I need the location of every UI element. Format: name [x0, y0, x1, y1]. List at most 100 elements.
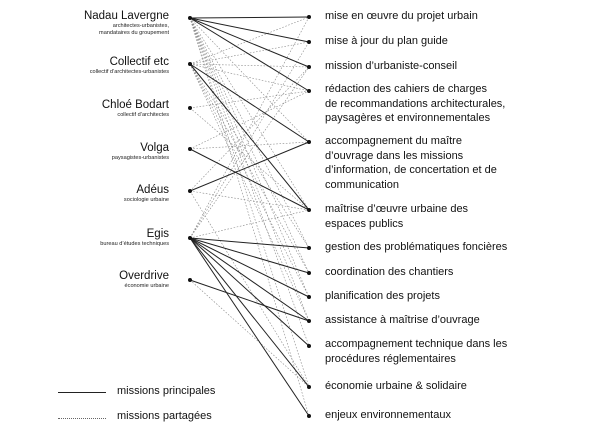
legend-main-label: missions principales [117, 385, 216, 397]
shared-link-5-5 [189, 209, 310, 239]
main-link-5-10 [189, 237, 310, 347]
actor-node-6 [188, 278, 192, 282]
shared-link-0-9 [189, 17, 310, 322]
shared-link-0-6 [189, 17, 310, 249]
mission-amo: assistance à maîtrise d’ouvrage [325, 314, 480, 326]
shared-link-1-2 [189, 63, 310, 68]
shared-link-1-0 [189, 16, 310, 65]
actor-chloe-bodart: Chloé Bodart collectif d’architectes [102, 99, 169, 119]
mission-node-8 [307, 295, 311, 299]
main-link-0-2 [189, 17, 310, 68]
actor-description: paysagistes-urbanistes [111, 155, 169, 161]
shared-link-1-9 [189, 63, 310, 322]
main-link-6-9 [189, 279, 310, 322]
shared-link-0-10 [189, 17, 310, 347]
shared-link-1-6 [189, 63, 310, 249]
shared-link-2-5 [189, 107, 310, 211]
main-link-4-4 [189, 141, 310, 192]
actor-node-4 [188, 189, 192, 193]
mission-node-6 [307, 246, 311, 250]
actor-nadau-lavergne: Nadau Lavergne architectes-urbanistes, m… [84, 10, 169, 36]
main-link-0-3 [189, 17, 310, 92]
main-link-1-5 [189, 63, 310, 211]
actor-egis: Egis bureau d’études techniques [100, 228, 169, 248]
actor-description: collectif d’architectes [117, 112, 169, 118]
shared-link-2-3 [189, 90, 310, 109]
main-link-5-6 [189, 237, 310, 249]
mission-accompagnement-technique: accompagnement technique dans les procéd… [325, 338, 508, 365]
mission-node-0 [307, 15, 311, 19]
shared-link-1-3 [189, 63, 310, 92]
actor-name: Collectif etc [109, 56, 169, 68]
mission-cahiers-de-charges: rédaction des cahiers de charges de reco… [325, 83, 506, 124]
shared-link-3-4 [189, 141, 310, 150]
actor-volga: Volga paysagistes-urbanistes [112, 142, 169, 162]
legend-shared-label: missions partagées [117, 410, 212, 422]
main-link-5-11 [189, 237, 310, 388]
actor-collectif-etc: Collectif etc collectif d’architectes-ur… [90, 56, 169, 76]
actor-name: Nadau Lavergne [83, 10, 169, 22]
shared-link-5-0 [189, 16, 310, 239]
mission-foncier: gestion des problématiques foncières [325, 241, 508, 253]
shared-link-0-5 [189, 17, 310, 211]
shared-link-1-8 [189, 63, 310, 298]
mission-node-12 [307, 414, 311, 418]
actor-name: Egis [146, 228, 169, 240]
actor-name: Overdrive [119, 270, 169, 282]
shared-link-0-11 [189, 17, 310, 388]
actor-overdrive: Overdrive économie urbaine [119, 270, 169, 290]
actor-node-3 [188, 147, 192, 151]
mission-economie-solidaire: économie urbaine & solidaire [325, 380, 467, 392]
main-link-5-12 [189, 237, 310, 417]
actor-name: Chloé Bodart [101, 99, 169, 111]
shared-link-5-2 [189, 66, 310, 239]
mission-projet-urbain: mise en œuvre du projet urbain [325, 10, 478, 22]
mission-node-9 [307, 319, 311, 323]
shared-link-0-7 [189, 17, 310, 274]
shared-link-3-3 [189, 90, 310, 150]
shared-link-1-1 [189, 41, 310, 65]
actor-description: économie urbaine [124, 283, 169, 289]
mission-node-4 [307, 140, 311, 144]
mission-planification: planification des projets [325, 290, 440, 302]
actor-description: bureau d’études techniques [100, 241, 169, 247]
actor-description: architectes-urbanistes, mandataires du g… [99, 23, 169, 36]
mission-node-7 [307, 271, 311, 275]
actor-description: collectif d’architectes-urbanistes [89, 69, 169, 75]
mission-accompagnement-maitre-ouvrage: accompagnement du maître d’ouvrage dans … [325, 135, 497, 191]
mission-coordination-chantiers: coordination des chantiers [325, 266, 454, 278]
actor-adeus: Adéus sociologie urbaine [124, 184, 169, 204]
shared-link-1-7 [189, 63, 310, 274]
mission-plan-guide: mise à jour du plan guide [325, 35, 448, 47]
main-link-5-9 [189, 237, 310, 322]
main-link-1-4 [189, 63, 310, 143]
link-nodes [188, 15, 311, 418]
mission-node-10 [307, 344, 311, 348]
mission-urbaniste-conseil: mission d’urbaniste-conseil [325, 60, 458, 72]
legend-main-line [58, 392, 106, 393]
main-link-0-0 [189, 16, 310, 19]
shared-links [189, 16, 310, 417]
legend-shared-line [58, 418, 106, 419]
actor-node-2 [188, 106, 192, 110]
actor-name: Volga [140, 142, 169, 154]
main-link-5-8 [189, 237, 310, 298]
main-link-3-5 [189, 148, 310, 211]
mission-node-11 [307, 385, 311, 389]
actor-description: sociologie urbaine [123, 197, 169, 203]
actor-node-5 [188, 236, 192, 240]
shared-link-0-12 [189, 17, 310, 417]
actor-name: Adéus [136, 184, 169, 196]
main-link-5-7 [189, 237, 310, 274]
shared-link-6-11 [189, 279, 310, 388]
main-link-0-1 [189, 17, 310, 43]
actor-node-0 [188, 16, 192, 20]
shared-link-4-5 [189, 190, 310, 211]
mission-node-1 [307, 40, 311, 44]
shared-link-0-8 [189, 17, 310, 298]
mission-node-3 [307, 89, 311, 93]
main-links [189, 16, 310, 417]
actor-node-1 [188, 62, 192, 66]
mission-node-2 [307, 65, 311, 69]
